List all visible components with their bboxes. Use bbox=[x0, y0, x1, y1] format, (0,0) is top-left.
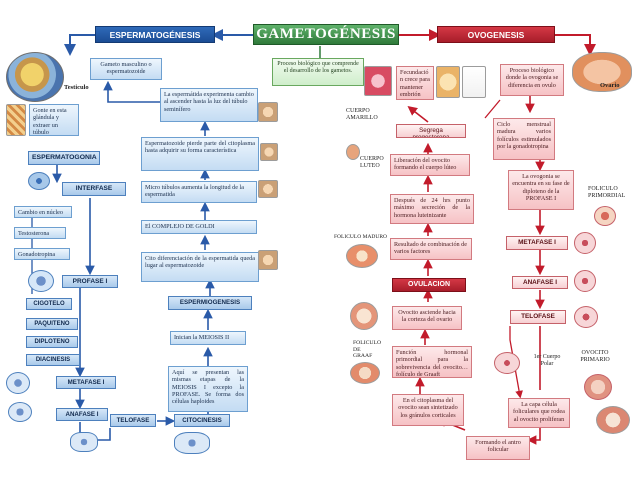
stage-cigotelo: CIGOTELO bbox=[26, 298, 72, 310]
ovogonia-profase: La ovogonia se encuentra en su fase de d… bbox=[508, 170, 574, 210]
testiculo-desc: Gonte en esta glándula y extraer un túbu… bbox=[29, 104, 79, 136]
main-title: GAMETOGÉNESIS bbox=[253, 24, 399, 45]
spermatid-step-3: Micro túbulos aumenta la longitud de la … bbox=[141, 181, 257, 203]
despues-24-hrs: Después de 24 hrs punto máximo secreción… bbox=[390, 194, 474, 224]
spermatid-step-1: La espermátida experimenta cambio al asc… bbox=[160, 88, 258, 122]
embryo-image bbox=[364, 66, 392, 96]
liberacion-ovocito: Liberación del ovocito formando el cuerp… bbox=[390, 154, 470, 176]
spermatid-image-4 bbox=[258, 250, 278, 270]
ovocito-primario-label: OVOCITO PRIMARIO bbox=[580, 350, 610, 363]
foliculo-graaf-image bbox=[350, 362, 380, 384]
antro-folicular: Formando el antro folicular bbox=[466, 436, 530, 460]
uterus-diagram bbox=[462, 66, 486, 98]
gameto-masculino: Gameto masculino o espermatozoide bbox=[90, 58, 162, 80]
hormone-3: Gonadotropina bbox=[14, 248, 70, 260]
resultado-combinacion: Resultado de combinación de varios facto… bbox=[390, 238, 472, 260]
stage-diploteno: DIPLOTENO bbox=[26, 336, 78, 348]
spermatid-step-5: Cito diferenciación de la espermatida qu… bbox=[141, 252, 259, 282]
cuerpo-luteo-image bbox=[346, 144, 360, 160]
primer-cuerpo-polar: 1er Cuerpo Polar bbox=[533, 354, 561, 367]
foliculo-maduro-image bbox=[346, 244, 378, 268]
citocinesis: CITOCINESIS bbox=[174, 414, 230, 427]
funcion-hormonal: Función hormonal primordial para la sobr… bbox=[392, 346, 472, 378]
oogenesis-process: Proceso biológico donde la ovogonia se d… bbox=[500, 64, 564, 96]
metafase-oo-icon bbox=[574, 232, 596, 254]
capa-folicular-image bbox=[596, 406, 630, 434]
hormone-1: Cambio en núcleo bbox=[14, 206, 72, 218]
segrega-progesterona: Segrega progesterona bbox=[396, 124, 466, 138]
interfase: INTERFASE bbox=[62, 182, 126, 196]
metafase-sperm: METAFASE I bbox=[56, 376, 116, 389]
profase: PROFASE I bbox=[62, 275, 118, 288]
espermiogenesis: ESPERMIOGENESIS bbox=[168, 296, 252, 310]
cuerpo-luteo-label: CUERPO LUTEO bbox=[360, 156, 384, 169]
foliculo-primordial-label: FOLICULO PRIMORDIAL bbox=[588, 186, 626, 199]
spermatid-step-2: Espermatozoide pierde parte del citoplas… bbox=[141, 137, 259, 171]
ovary-illustration bbox=[572, 52, 632, 92]
corpus-image bbox=[436, 66, 460, 98]
profase-cell-icon bbox=[28, 270, 54, 292]
fecundacion: Fecundació n crece para mantener embrión bbox=[396, 66, 434, 100]
citoplasma-ovocito: En el citoplasma del ovocito sean sintet… bbox=[392, 394, 464, 426]
metafase-oo: METAFASE I bbox=[506, 236, 568, 250]
spermatid-image-3 bbox=[258, 180, 278, 198]
anafase-oo-icon bbox=[574, 270, 596, 292]
telofase-oo-icon bbox=[574, 306, 598, 328]
citocinesis-cell-icon bbox=[174, 432, 210, 454]
metafase-cell-icon bbox=[6, 372, 30, 394]
testis-illustration bbox=[6, 52, 64, 102]
meiosis-start: Inician la MEIOSIS II bbox=[170, 331, 246, 345]
stage-diacinesis: DIACINESIS bbox=[26, 354, 80, 366]
telofase-sperm: TELOFASE bbox=[110, 414, 156, 427]
foliculo-primordial-icon bbox=[594, 206, 616, 226]
foliculo-maduro-label: FOLICULO MADURO bbox=[334, 234, 388, 240]
spermatogenesis-header: ESPERMATOGÉNESIS bbox=[95, 26, 215, 43]
ovulacion: OVULACION bbox=[392, 278, 466, 292]
stage-paquiteno: PAQUITENO bbox=[26, 318, 78, 330]
anafase-sperm: ANAFASE I bbox=[56, 408, 108, 421]
meiosis-desc: Aquí se presentan las mismas etapas de l… bbox=[168, 366, 248, 412]
telofase-oo: TELOFASE bbox=[510, 310, 566, 324]
cuerpo-amarillo-label: CUERPO AMARILLO bbox=[346, 108, 378, 121]
ovario-label: Ovario bbox=[600, 82, 620, 89]
tubule-illustration bbox=[6, 104, 26, 136]
espermatogonia-cell-icon bbox=[28, 172, 50, 190]
telofase-cell-icon bbox=[70, 432, 98, 452]
capa-celula-folicular: La capa célula foliculares que rodea al … bbox=[508, 398, 570, 428]
hormone-2: Testosterona bbox=[14, 227, 66, 239]
oogenesis-header: OVOGENESIS bbox=[437, 26, 555, 43]
cuerpo-polar-icon bbox=[494, 352, 520, 374]
foliculo-graaf-label: FOLICULO DE GRAAF bbox=[353, 340, 382, 360]
testiculo-label: Testiculo bbox=[64, 84, 89, 91]
spermatid-step-4: El COMPLEJO DE GOLDI bbox=[141, 220, 257, 234]
anafase-oo: ANAFASE I bbox=[512, 276, 568, 289]
anafase-cell-icon bbox=[8, 402, 32, 422]
spermatid-image-1 bbox=[258, 102, 278, 122]
espermatogonia: ESPERMATOGONIA bbox=[28, 151, 100, 165]
central-description: Proceso biológico que comprende el desar… bbox=[272, 58, 364, 86]
ovocito-asciende: Ovocito asciende hacia la corteza del ov… bbox=[392, 306, 462, 330]
ciclo-menstrual: Ciclo menstrual madura varios folículos … bbox=[493, 118, 555, 160]
ovocito-ascending-image bbox=[350, 302, 378, 330]
ovocito-primario-icon bbox=[584, 374, 612, 400]
spermatid-image-2 bbox=[260, 143, 278, 161]
